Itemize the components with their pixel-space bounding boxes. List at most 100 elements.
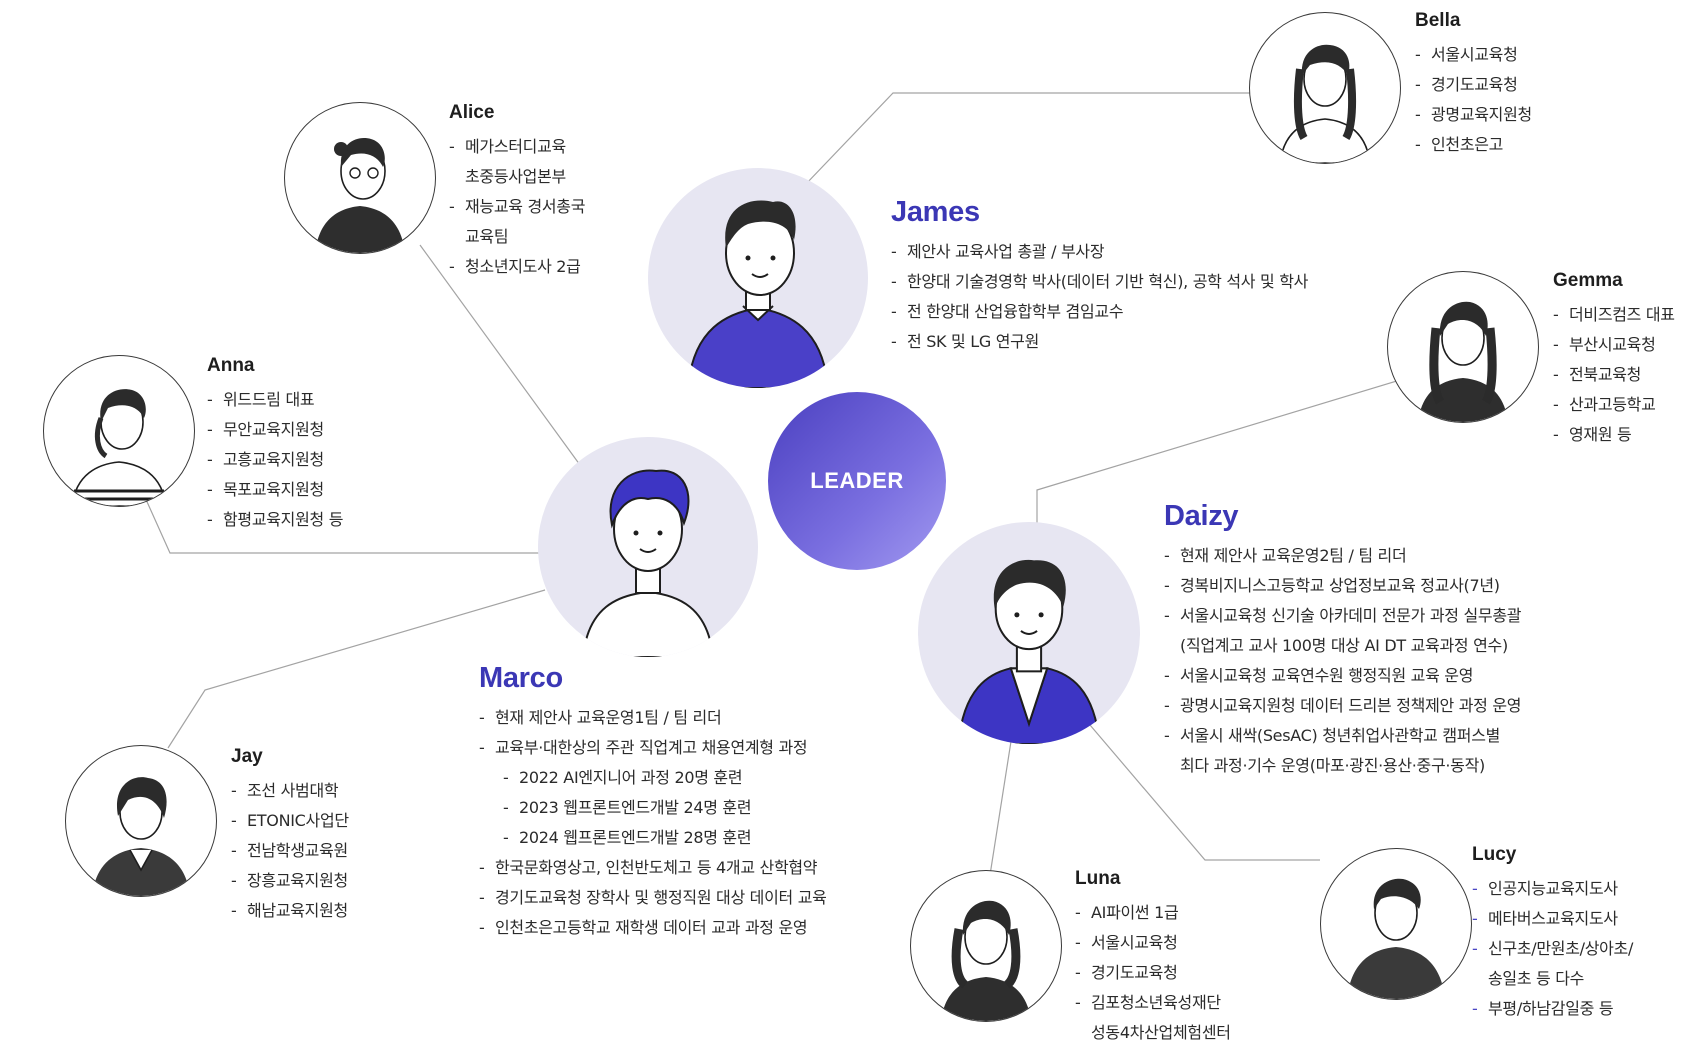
avatar-alice: [284, 102, 436, 254]
avatar-james: [648, 168, 868, 388]
list-item: 인천초은고등학교 재학생 데이터 교과 과정 운영: [479, 913, 827, 943]
list-item: 한양대 기술경영학 박사(데이터 기반 혁신), 공학 석사 및 학사: [891, 267, 1308, 297]
list-item: 재능교육 경서총국: [449, 192, 585, 222]
list-jay: 조선 사범대학 ETONIC사업단 전남학생교육원 장흥교육지원청 해남교육지원…: [231, 776, 349, 926]
info-marco: Marco 현재 제안사 교육운영1팀 / 팀 리더 교육부·대한상의 주관 직…: [479, 662, 827, 943]
list-item: 서울시교육청 교육연수원 행정직원 교육 운영: [1164, 661, 1521, 691]
list-item: 목포교육지원청: [207, 475, 343, 505]
list-item: 경기도교육청 장학사 및 행정직원 대상 데이터 교육: [479, 883, 827, 913]
info-bella: Bella 서울시교육청 경기도교육청 광명교육지원청 인천초은고: [1415, 10, 1532, 160]
list-item: 광명시교육지원청 데이터 드리븐 정책제안 과정 운영: [1164, 691, 1521, 721]
link-daizy-lucy: [1089, 724, 1320, 861]
avatar-gemma: [1387, 271, 1539, 423]
list-item: 전 SK 및 LG 연구원: [891, 327, 1308, 357]
list-item: (직업계고 교사 100명 대상 AI DT 교육과정 연수): [1180, 636, 1508, 655]
list-item: 교육부·대한상의 주관 직업계고 채용연계형 과정: [479, 733, 827, 763]
list-item: 메가스터디교육: [449, 132, 585, 162]
list-item: 한국문화영상고, 인천반도체고 등 4개교 산학협약: [479, 853, 827, 883]
link-alice-marco: [419, 244, 581, 466]
name-marco: Marco: [479, 662, 563, 694]
lucy-portrait-icon: [1347, 878, 1445, 999]
list-item: 교육팀: [465, 227, 509, 246]
jay-portrait-icon: [92, 777, 190, 896]
info-lucy: Lucy 인공지능교육지도사 메타버스교육지도사 신구초/만원초/상아초/ 송일…: [1472, 844, 1633, 1024]
info-daizy: Daizy 현재 제안사 교육운영2팀 / 팀 리더 경복비지니스고등학교 상업…: [1164, 500, 1521, 781]
list-item: 위드드림 대표: [207, 385, 343, 415]
list-item: 서울시교육청: [1075, 928, 1231, 958]
list-luna: AI파이썬 1급 서울시교육청 경기도교육청 김포청소년육성재단 성동4차산업체…: [1075, 898, 1231, 1048]
list-item: 현재 제안사 교육운영1팀 / 팀 리더: [479, 703, 827, 733]
list-item: 부평/하남감일중 등: [1472, 994, 1633, 1024]
list-item: 영재원 등: [1553, 420, 1675, 450]
list-item: 2023 웹프론트엔드개발 24명 훈련: [479, 793, 827, 823]
avatar-jay: [65, 745, 217, 897]
avatar-luna: [910, 870, 1062, 1022]
list-bella: 서울시교육청 경기도교육청 광명교육지원청 인천초은고: [1415, 40, 1532, 160]
link-daizy-luna: [989, 734, 1013, 876]
avatar-marco: [538, 437, 758, 657]
list-item: AI파이썬 1급: [1075, 898, 1231, 928]
list-item: 부산시교육청: [1553, 330, 1675, 360]
bella-portrait-icon: [1279, 44, 1371, 163]
list-item: 인천초은고: [1415, 130, 1532, 160]
list-lucy: 인공지능교육지도사 메타버스교육지도사 신구초/만원초/상아초/ 송일초 등 다…: [1472, 874, 1633, 1024]
info-anna: Anna 위드드림 대표 무안교육지원청 고흥교육지원청 목포교육지원청 함평교…: [207, 355, 343, 535]
list-item: 송일초 등 다수: [1488, 969, 1585, 988]
name-james: James: [891, 196, 980, 228]
link-james-bella: [804, 92, 1250, 186]
list-item: 2024 웹프론트엔드개발 28명 훈련: [479, 823, 827, 853]
list-item: 경복비지니스고등학교 상업정보교육 정교사(7년): [1164, 571, 1521, 601]
name-luna: Luna: [1075, 868, 1121, 889]
info-jay: Jay 조선 사범대학 ETONIC사업단 전남학생교육원 장흥교육지원청 해남…: [231, 746, 349, 926]
name-gemma: Gemma: [1553, 270, 1623, 291]
alice-portrait-icon: [315, 138, 405, 253]
name-anna: Anna: [207, 355, 255, 376]
list-item: 무안교육지원청: [207, 415, 343, 445]
list-alice: 메가스터디교육 초중등사업본부 재능교육 경서총국 교육팀 청소년지도사 2급: [449, 132, 585, 282]
james-portrait-icon: [686, 200, 830, 388]
anna-portrait-icon: [71, 389, 167, 506]
marco-portrait-icon: [581, 469, 715, 657]
list-item: 조선 사범대학: [231, 776, 349, 806]
list-gemma: 더비즈컴즈 대표 부산시교육청 전북교육청 산과고등학교 영재원 등: [1553, 300, 1675, 450]
list-item: 서울시교육청 신기술 아카데미 전문가 과정 실무총괄: [1164, 601, 1521, 631]
daizy-portrait-icon: [957, 559, 1101, 744]
list-item: 함평교육지원청 등: [207, 505, 343, 535]
name-daizy: Daizy: [1164, 500, 1239, 532]
link-jay-marco: [167, 589, 546, 749]
name-bella: Bella: [1415, 10, 1461, 31]
gemma-portrait-icon: [1418, 301, 1508, 422]
avatar-anna: [43, 355, 195, 507]
leader-label: LEADER: [810, 468, 904, 493]
list-item: 2022 AI엔지니어 과정 20명 훈련: [479, 763, 827, 793]
list-item: 김포청소년육성재단: [1075, 988, 1231, 1018]
list-item: 서울시 새싹(SesAC) 청년취업사관학교 캠퍼스별: [1164, 721, 1521, 751]
list-item: 서울시교육청: [1415, 40, 1532, 70]
list-item: 신구초/만원초/상아초/: [1472, 934, 1633, 964]
list-james: 제안사 교육사업 총괄 / 부사장 한양대 기술경영학 박사(데이터 기반 혁신…: [891, 237, 1308, 357]
list-daizy: 현재 제안사 교육운영2팀 / 팀 리더 경복비지니스고등학교 상업정보교육 정…: [1164, 541, 1521, 781]
list-marco: 현재 제안사 교육운영1팀 / 팀 리더 교육부·대한상의 주관 직업계고 채용…: [479, 703, 827, 943]
info-luna: Luna AI파이썬 1급 서울시교육청 경기도교육청 김포청소년육성재단 성동…: [1075, 868, 1231, 1048]
info-gemma: Gemma 더비즈컴즈 대표 부산시교육청 전북교육청 산과고등학교 영재원 등: [1553, 270, 1675, 450]
list-item: 해남교육지원청: [231, 896, 349, 926]
list-item: 초중등사업본부: [465, 167, 566, 186]
list-item: 경기도교육청: [1075, 958, 1231, 988]
list-item: 경기도교육청: [1415, 70, 1532, 100]
list-item: 성동4차산업체험센터: [1091, 1023, 1231, 1042]
avatar-daizy: [918, 522, 1140, 744]
list-item: ETONIC사업단: [231, 806, 349, 836]
list-item: 메타버스교육지도사: [1472, 904, 1633, 934]
name-alice: Alice: [449, 102, 495, 123]
leader-circle: LEADER: [768, 392, 946, 570]
info-alice: Alice 메가스터디교육 초중등사업본부 재능교육 경서총국 교육팀 청소년지…: [449, 102, 585, 282]
list-item: 장흥교육지원청: [231, 866, 349, 896]
list-item: 현재 제안사 교육운영2팀 / 팀 리더: [1164, 541, 1521, 571]
name-lucy: Lucy: [1472, 844, 1517, 865]
list-item: 광명교육지원청: [1415, 100, 1532, 130]
list-item: 전남학생교육원: [231, 836, 349, 866]
list-item: 청소년지도사 2급: [449, 252, 585, 282]
list-item: 제안사 교육사업 총괄 / 부사장: [891, 237, 1308, 267]
list-item: 더비즈컴즈 대표: [1553, 300, 1675, 330]
name-jay: Jay: [231, 746, 263, 767]
